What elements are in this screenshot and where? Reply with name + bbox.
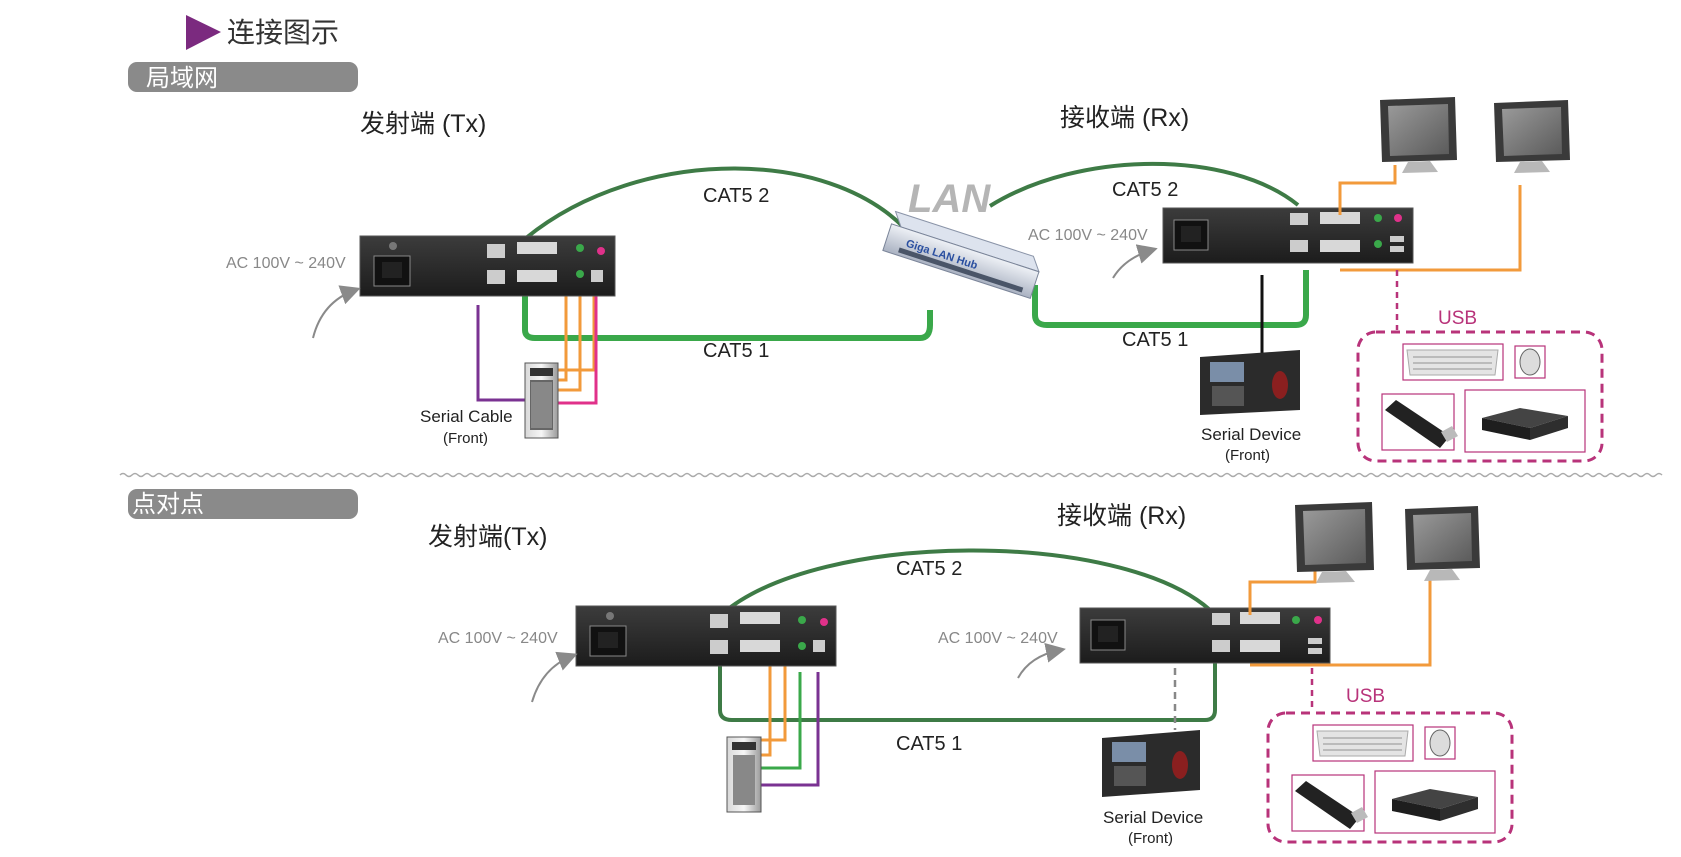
fingerprint-reader-icon <box>1102 730 1200 797</box>
cat5-2-label: CAT5 2 <box>896 558 962 580</box>
audio-cable-orange-2 <box>760 665 787 742</box>
power-arrow-icon <box>1017 642 1066 679</box>
video-cable-1 <box>1248 570 1317 615</box>
page-title: 连接图示 <box>227 17 339 48</box>
audio-cable-green <box>760 672 802 770</box>
tx-extender-device <box>359 235 616 297</box>
video-cable-1 <box>1338 165 1397 215</box>
section-label: 点对点 <box>132 490 204 518</box>
pc-tower-icon <box>524 362 559 439</box>
storage-box-icon <box>1464 389 1586 453</box>
pc-tower-icon <box>726 736 762 813</box>
serial-cable-label: Serial Cable <box>420 407 513 426</box>
power-arrow-icon <box>312 285 361 339</box>
video-cable-2 <box>1250 580 1432 667</box>
serial-cable-sublabel: (Front) <box>443 430 488 447</box>
lan-label: LAN <box>908 177 991 221</box>
keyboard-icon <box>1312 724 1414 762</box>
tx-power-label: AC 100V ~ 240V <box>438 630 558 647</box>
usb-label: USB <box>1438 308 1477 329</box>
serial-device-label: Serial Device <box>1201 425 1301 444</box>
fingerprint-reader-icon <box>1200 350 1300 415</box>
usb-stick-icon <box>1381 393 1458 451</box>
section-tab-point-to-point: 点对点 <box>128 489 358 519</box>
serial-device-sublabel: (Front) <box>1128 830 1173 847</box>
tx-extender-device <box>575 605 837 667</box>
cat5-1-cable-tx <box>522 290 933 341</box>
cat5-1-label: CAT5 1 <box>896 733 962 755</box>
rx-power-label: AC 100V ~ 240V <box>938 630 1058 647</box>
monitor-icon <box>1295 502 1374 583</box>
mouse-icon <box>1424 726 1456 760</box>
serial-device-sublabel: (Front) <box>1225 447 1270 464</box>
tx-power-label: AC 100V ~ 240V <box>226 255 346 272</box>
rx-power-label: AC 100V ~ 240V <box>1028 227 1148 244</box>
section-tab-lan: 局域网 <box>128 62 358 92</box>
audio-cable-orange-3 <box>555 262 596 372</box>
storage-box-icon <box>1374 770 1496 834</box>
keyboard-icon <box>1402 343 1504 381</box>
monitor-icon <box>1380 97 1457 173</box>
tx-title: 发射端 (Tx) <box>360 110 486 138</box>
monitor-icon <box>1494 100 1570 173</box>
power-arrow-icon <box>1112 244 1158 279</box>
rx-extender-device <box>1079 607 1331 664</box>
usb-stick-icon <box>1291 774 1368 832</box>
video-cable-2 <box>1340 185 1522 272</box>
audio-cable-orange <box>760 655 772 757</box>
power-arrow-icon <box>531 651 578 703</box>
audio-cable-orange-2 <box>555 270 582 392</box>
cat5-2-label: CAT5 2 <box>703 185 769 207</box>
cat5-2-cable-tx <box>524 166 917 242</box>
usb-label: USB <box>1346 686 1385 707</box>
rx-title: 接收端 (Rx) <box>1060 104 1189 132</box>
serial-cable-purple <box>476 305 525 402</box>
section-divider <box>119 472 1663 478</box>
section-label: 局域网 <box>146 64 218 92</box>
cat5-1-cable-rx <box>1032 270 1309 328</box>
rx-cat5-2-label: CAT5 2 <box>1112 179 1178 201</box>
cat5-1-label: CAT5 1 <box>703 340 769 362</box>
usb-cable-magenta <box>555 285 598 405</box>
rx-cat5-1-label: CAT5 1 <box>1122 329 1188 351</box>
cat5-2-cable <box>720 548 1212 616</box>
mouse-icon <box>1514 345 1546 379</box>
cat5-2-cable-rx <box>988 161 1300 208</box>
monitor-icon <box>1405 506 1480 581</box>
rx-title: 接收端 (Rx) <box>1057 502 1186 530</box>
usb-cable-purple <box>760 672 820 787</box>
play-triangle-icon <box>186 15 221 50</box>
lan-hub-icon: Giga LAN Hub <box>882 210 1040 300</box>
tx-title: 发射端(Tx) <box>428 523 547 551</box>
serial-device-label: Serial Device <box>1103 808 1203 827</box>
cat5-1-cable <box>718 650 1217 722</box>
rx-extender-device <box>1162 207 1414 264</box>
